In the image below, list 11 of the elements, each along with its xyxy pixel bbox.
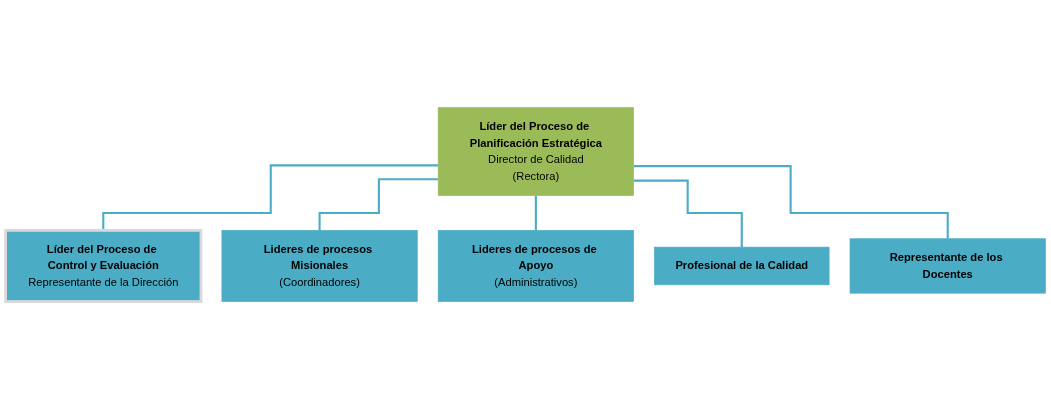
- connector: [633, 165, 949, 240]
- node-box: Líder del Proceso de Control y Evaluación Representante de la Dirección: [4, 228, 203, 303]
- node-box: Líder del Proceso de Planificación Estratégica Director de Calidad (Rectora): [437, 107, 634, 196]
- connector: [318, 178, 439, 232]
- node-box: Representante de los Docentes: [849, 238, 1046, 294]
- connector: [102, 164, 439, 232]
- connector: [534, 194, 537, 232]
- node-box: Lideres de procesos de Apoyo (Administrativos): [437, 229, 634, 302]
- node-box: Profesional de la Calidad: [654, 246, 830, 286]
- node-box: Lideres de procesos Misionales (Coordinadores): [221, 229, 418, 302]
- connector: [633, 179, 743, 249]
